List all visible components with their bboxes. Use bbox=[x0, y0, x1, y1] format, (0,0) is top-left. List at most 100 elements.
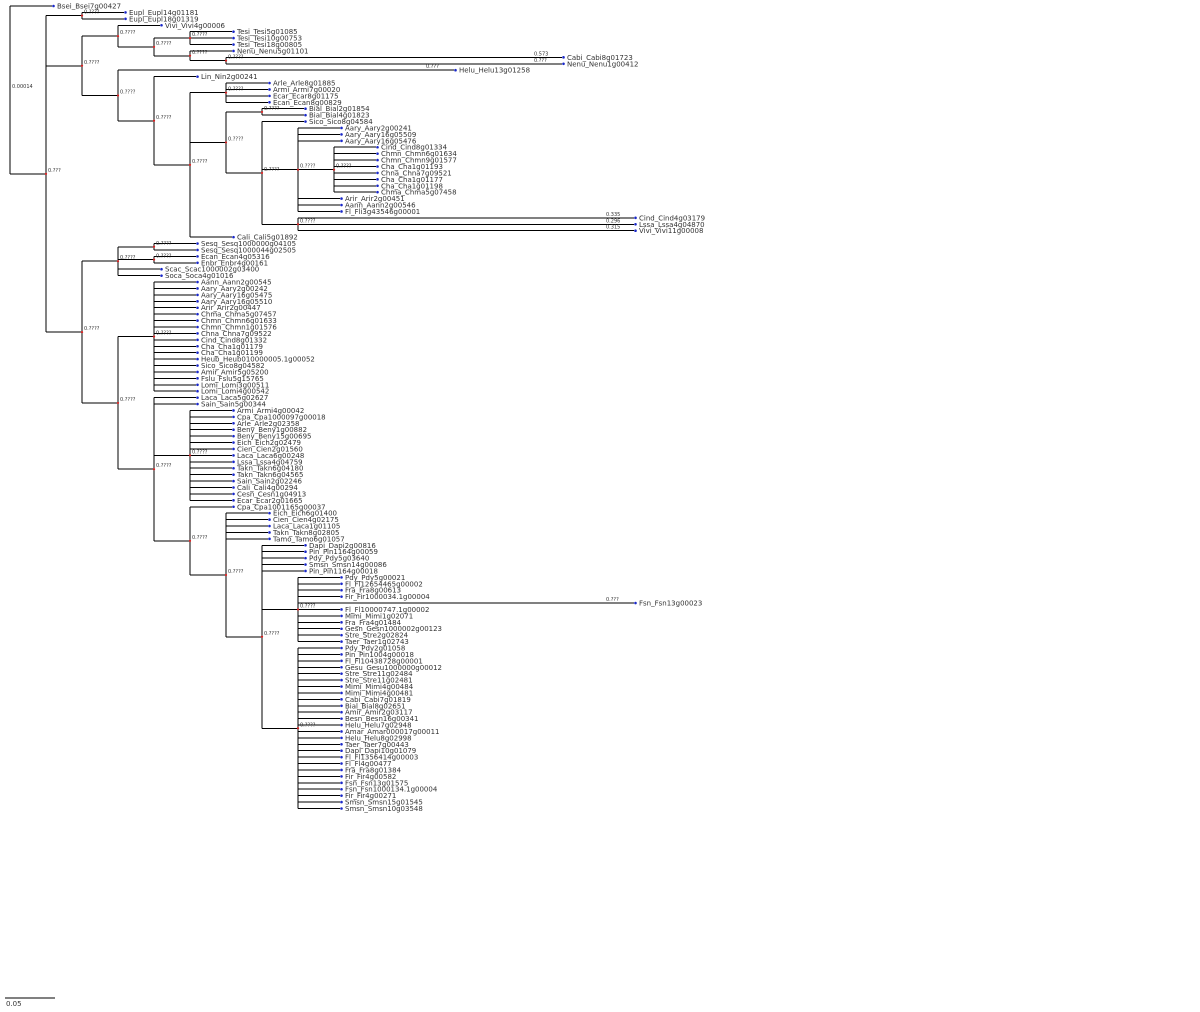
leaf-label: Lssa_Lssa4g04759 bbox=[237, 458, 303, 466]
support-label: 0.???? bbox=[228, 87, 244, 93]
leaf-label: Stre_Stre11g02484 bbox=[345, 670, 413, 678]
leaf-label: Cind_Cind8g01334 bbox=[381, 144, 448, 152]
leaf-marker bbox=[340, 640, 343, 643]
leaf-marker bbox=[232, 36, 235, 40]
leaf-marker bbox=[340, 665, 343, 669]
leaf-marker bbox=[196, 242, 199, 245]
leaf-marker bbox=[304, 107, 307, 111]
leaf-marker bbox=[304, 563, 307, 566]
support-label: 0.00014 bbox=[12, 84, 33, 90]
support-label: 0.???? bbox=[192, 449, 208, 455]
leaf-marker bbox=[340, 685, 343, 688]
support-label: 0.???? bbox=[120, 30, 136, 36]
leaf-marker bbox=[340, 717, 343, 720]
leaf-label: Cali_Cali5g01892 bbox=[237, 234, 298, 242]
leaf-label: Beny_Beny15g00695 bbox=[237, 433, 312, 441]
leaf-marker bbox=[196, 402, 199, 406]
leaf-label: Scac_Scac1000002g03400 bbox=[165, 266, 259, 274]
leaf-label: Aary_Aary16g05510 bbox=[201, 298, 272, 306]
support-label: 0.???? bbox=[120, 397, 136, 403]
leaf-marker bbox=[196, 280, 199, 284]
leaf-marker bbox=[196, 319, 199, 322]
leaf-label: Tesi_Tesi18g00805 bbox=[236, 41, 302, 49]
leaf-label: Dapi_Dapi2g00816 bbox=[309, 542, 376, 550]
leaf-label: Pin_Pin1164g00018 bbox=[309, 567, 378, 575]
leaf-label: Nenu_Nenu1g00412 bbox=[567, 60, 639, 68]
leaf-label: Chna_Chna7g09522 bbox=[201, 330, 272, 338]
leaf-label: Mimi_Mimi4g00481 bbox=[345, 689, 413, 697]
leaf-label: Cind_Cind4g03179 bbox=[639, 214, 705, 222]
leaf-label: Cha_Cha1g01199 bbox=[201, 349, 263, 357]
leaf-marker bbox=[232, 441, 235, 444]
leaf-marker bbox=[340, 698, 343, 701]
leaf-marker bbox=[232, 235, 235, 239]
leaf-label: Laca_Laca6g00248 bbox=[237, 452, 304, 460]
leaf-label: Sain_Sain5g00344 bbox=[201, 401, 266, 409]
leaf-marker bbox=[634, 229, 637, 232]
leaf-marker bbox=[340, 743, 343, 746]
support-label: 0.???? bbox=[192, 535, 208, 541]
leaf-marker bbox=[304, 543, 307, 547]
leaf-label: Cabi_Cabi7g01819 bbox=[345, 696, 411, 704]
node-marker bbox=[152, 119, 156, 122]
leaf-label: Fsn_Fsn13g01575 bbox=[345, 779, 408, 787]
leaf-label: Pdy_Pdy2g01058 bbox=[345, 645, 405, 653]
leaf-marker bbox=[232, 409, 235, 412]
leaf-marker bbox=[196, 261, 199, 265]
leaf-label: Enbr_Enbr4g00161 bbox=[201, 259, 268, 267]
leaf-marker bbox=[340, 210, 343, 213]
leaf-marker bbox=[196, 389, 199, 393]
node-marker bbox=[188, 539, 192, 542]
leaf-label: Cind_Cind8g01332 bbox=[201, 336, 267, 344]
leaf-marker bbox=[376, 158, 379, 162]
leaf-label: Aann_Aann2g00546 bbox=[345, 202, 416, 210]
leaf-marker bbox=[196, 75, 199, 78]
support-label: 0.???? bbox=[264, 106, 280, 112]
leaf-marker bbox=[340, 627, 343, 631]
leaf-label: Armi_Armi4g00042 bbox=[237, 407, 304, 415]
leaf-marker bbox=[268, 537, 271, 541]
leaf-marker bbox=[268, 518, 271, 521]
leaf-marker bbox=[340, 807, 343, 810]
leaf-label: Cha_Cha1g01198 bbox=[381, 182, 443, 190]
leaf-label: Amar_Amar000017g00011 bbox=[345, 728, 439, 736]
leaf-marker bbox=[196, 377, 199, 380]
leaf-marker bbox=[340, 139, 343, 143]
leaf-label: Taer_Taer1g02743 bbox=[344, 638, 409, 646]
leaf-label: Soca_Soca4g01016 bbox=[165, 272, 234, 280]
leaf-label: Aary_Aary2g00242 bbox=[201, 285, 268, 293]
node-marker bbox=[116, 94, 120, 97]
leaf-label: Fir_Fir1000034.1g00004 bbox=[345, 593, 430, 601]
leaf-marker bbox=[634, 222, 637, 226]
leaf-marker bbox=[232, 460, 235, 464]
leaf-marker bbox=[340, 203, 343, 207]
leaf-label: Stre_Stre11g02481 bbox=[345, 677, 413, 685]
leaf-marker bbox=[196, 351, 199, 354]
leaf-marker bbox=[160, 23, 163, 27]
leaf-label: Tesi_Tesi5g01085 bbox=[236, 28, 298, 36]
node-marker bbox=[224, 59, 228, 62]
node-marker bbox=[332, 168, 336, 171]
leaf-label: Mimi_Mimi4g00484 bbox=[345, 683, 414, 691]
leaf-marker bbox=[340, 126, 343, 130]
leaf-marker bbox=[340, 781, 343, 785]
leaf-label: Helu_Helu8g02998 bbox=[345, 734, 412, 742]
node-marker bbox=[116, 260, 120, 263]
leaf-marker bbox=[196, 287, 199, 290]
node-marker bbox=[116, 34, 120, 38]
node-marker bbox=[188, 37, 192, 40]
leaf-label: Chmn_Chmn6g01633 bbox=[201, 317, 277, 325]
leaf-marker bbox=[268, 524, 271, 528]
leaf-label: Fra_Fra8g01384 bbox=[345, 766, 402, 774]
leaf-marker bbox=[196, 364, 199, 367]
support-label: 0.???? bbox=[228, 569, 244, 575]
leaf-label: Fsn_Fsn1000134.1g00004 bbox=[345, 786, 438, 794]
leaf-label: Pin_Pin1004g00018 bbox=[345, 651, 414, 659]
leaf-marker bbox=[124, 11, 127, 14]
leaf-label: Fl_Fli3g43546g00001 bbox=[345, 208, 420, 216]
support-label: 0.???? bbox=[156, 41, 172, 47]
leaf-label: Sico_Sico8g04582 bbox=[201, 362, 265, 370]
node-marker bbox=[260, 635, 264, 638]
leaf-marker bbox=[340, 710, 343, 714]
